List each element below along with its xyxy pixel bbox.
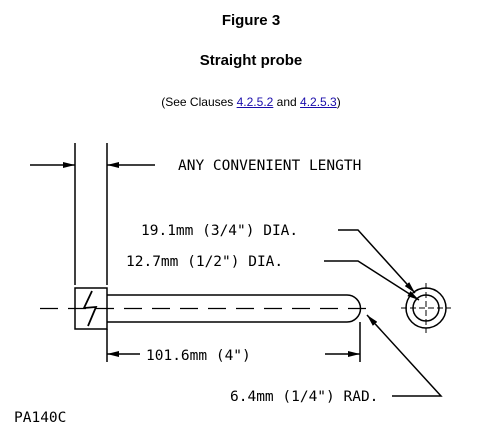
handle-break-mark [82,290,98,327]
see-clauses-middle: and [273,95,301,109]
outer-dia-leader [338,229,416,294]
tip-radius-label: 6.4mm (1/4") RAD. [230,389,378,405]
clause-link-4-2-5-2[interactable]: 4.2.5.2 [236,95,274,109]
tip-radius-leader [366,314,443,397]
see-clauses-note: (See Clauses 4.2.5.2 and 4.2.5.3) [0,95,502,109]
inner-diameter-label: 12.7mm (1/2") DIA. [126,254,283,270]
drawing-id: PA140C [14,410,66,426]
handle-length-label: 101.6mm (4") [146,348,251,364]
clause-link-4-2-5-3[interactable]: 4.2.5.3 [300,95,337,109]
figure-title: Figure 3 [221,12,281,29]
inner-dia-leader [324,260,420,301]
outer-diameter-label: 19.1mm (3/4") DIA. [141,223,298,239]
see-clauses-suffix: ) [336,95,341,109]
see-clauses-prefix: (See Clauses [161,95,237,109]
length-note: ANY CONVENIENT LENGTH [178,158,361,174]
figure-subtitle: Straight probe [199,52,303,69]
